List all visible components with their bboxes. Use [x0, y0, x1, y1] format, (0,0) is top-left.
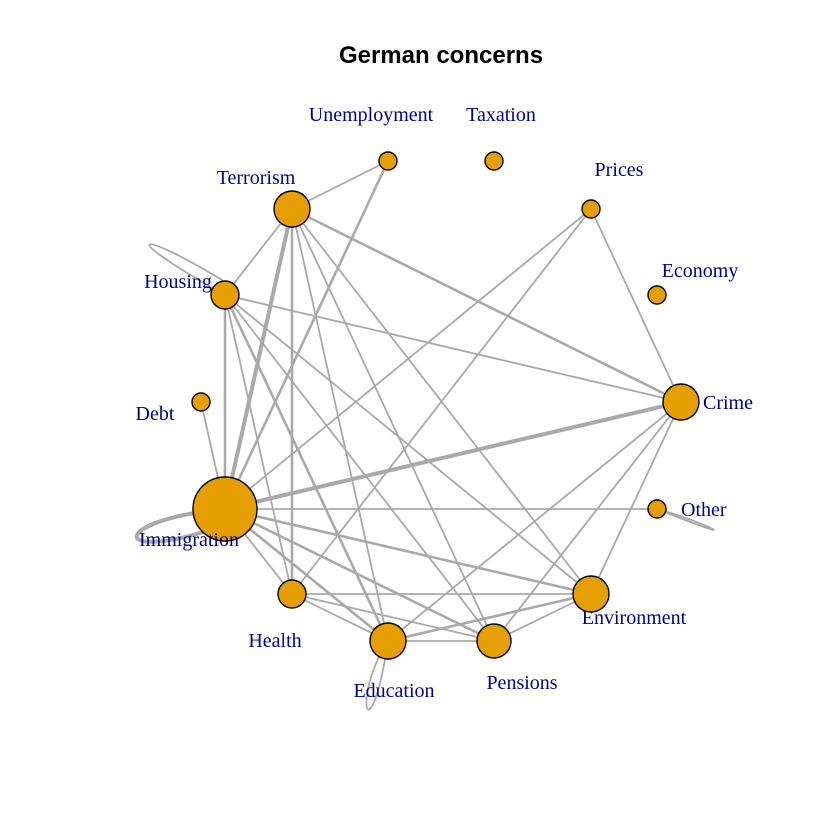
- edge-terrorism-education: [291, 208, 389, 642]
- node-label-housing: Housing: [144, 271, 212, 293]
- node-label-economy: Economy: [662, 260, 739, 282]
- node-environment: [572, 575, 610, 613]
- node-terrorism: [273, 190, 311, 228]
- edge-housing-crime: [224, 294, 682, 403]
- edge-immigration-education: [223, 507, 390, 643]
- edge-terrorism-pensions: [291, 208, 495, 642]
- self-loop-housing: [148, 243, 226, 296]
- edges: [200, 159, 683, 643]
- edge-terrorism-immigration: [223, 207, 294, 511]
- node-economy: [647, 285, 667, 305]
- node-other: [647, 499, 667, 519]
- self-loop-immigration: [134, 507, 227, 544]
- node-taxation: [484, 151, 504, 171]
- edge-housing-pensions: [224, 294, 495, 642]
- edge-health-pensions: [291, 593, 495, 642]
- node-debt: [191, 392, 211, 412]
- node-housing: [210, 280, 240, 310]
- edge-crime-environment: [590, 401, 682, 595]
- node-label-education: Education: [353, 680, 434, 702]
- edge-housing-health: [224, 294, 293, 595]
- node-label-terrorism: Terrorism: [217, 167, 296, 189]
- edge-housing-education: [223, 293, 390, 643]
- edge-education-environment: [386, 592, 593, 643]
- self-loop-education: [365, 640, 389, 711]
- edge-prices-health: [291, 208, 592, 595]
- node-pensions: [476, 623, 512, 659]
- edge-housing-environment: [224, 294, 592, 595]
- node-label-taxation: Taxation: [466, 104, 536, 126]
- node-label-other: Other: [681, 499, 727, 521]
- edge-prices-crime: [590, 208, 682, 403]
- chart-title: German concerns: [339, 42, 543, 69]
- node-label-health: Health: [248, 630, 301, 652]
- edge-immigration-crime: [223, 400, 683, 511]
- node-crime: [662, 383, 700, 421]
- node-label-prices: Prices: [595, 159, 644, 181]
- edge-terrorism-crime: [290, 207, 683, 404]
- node-education: [369, 622, 407, 660]
- self-loops: [134, 243, 715, 711]
- edge-prices-immigration: [224, 208, 592, 510]
- edge-crime-pensions: [493, 401, 682, 642]
- node-label-crime: Crime: [703, 392, 753, 414]
- node-health: [277, 579, 307, 609]
- node-label-pensions: Pensions: [486, 672, 557, 694]
- edge-immigration-pensions: [223, 507, 496, 643]
- nodes: [191, 151, 700, 660]
- node-prices: [581, 199, 601, 219]
- node-label-immigration: Immigration: [139, 529, 239, 551]
- edge-crime-education: [387, 401, 682, 642]
- node-label-unemployment: Unemployment: [309, 104, 434, 126]
- node-label-environment: Environment: [582, 607, 687, 629]
- node-label-debt: Debt: [136, 403, 175, 425]
- edge-unemployment-immigration: [223, 159, 390, 511]
- edge-immigration-environment: [223, 507, 593, 596]
- node-labels: Unemployment TaxationPricesEconomyCrimeOt…: [136, 104, 754, 702]
- self-loop-other: [656, 508, 715, 531]
- node-immigration: [192, 476, 258, 542]
- node-unemployment: [378, 151, 398, 171]
